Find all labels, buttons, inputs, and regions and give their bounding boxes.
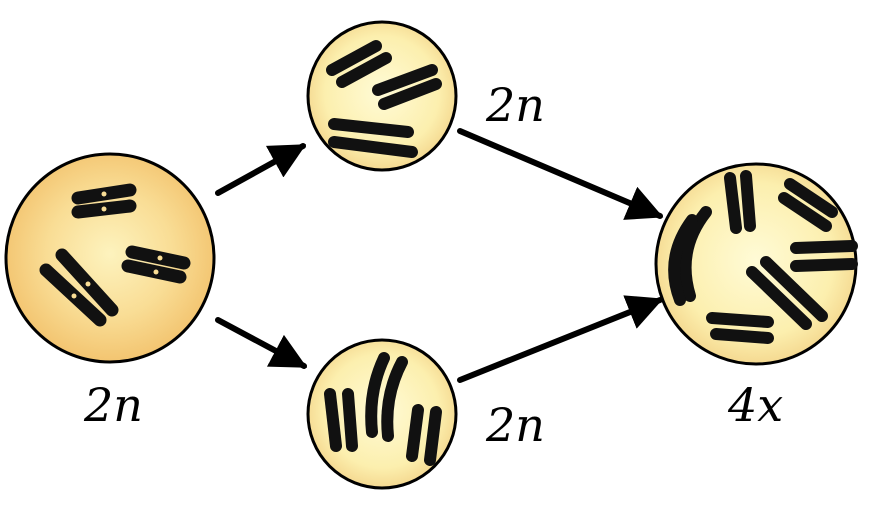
arrow-parent-to-top [215, 143, 307, 196]
label-parent-2n: 2n [84, 378, 143, 432]
bottom-chromosomes [324, 352, 442, 466]
top-chromosomes [326, 40, 442, 158]
arrow-top-to-result [457, 128, 664, 220]
top-cell [306, 20, 458, 172]
result-chromosomes [668, 170, 858, 344]
bottom-cell [306, 338, 458, 490]
parent-cell [4, 152, 216, 364]
label-top-cell-2n: 2n [486, 78, 545, 132]
arrow-parent-to-bottom [215, 317, 308, 369]
label-result-4x: 4x [728, 378, 784, 432]
arrows [215, 128, 664, 383]
label-bottom-cell-2n: 2n [486, 398, 545, 452]
arrow-bottom-to-result [457, 295, 664, 383]
result-cell [654, 162, 858, 366]
